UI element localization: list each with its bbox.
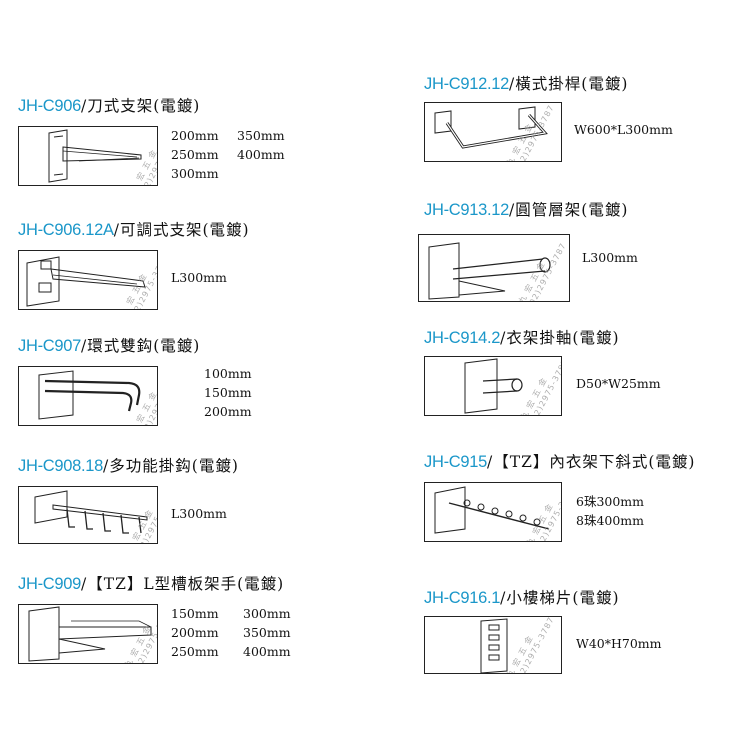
product-image-underwear-slant-rack: 九 宏 五 金(02)2975-3787 [424,482,562,542]
product-title: JH-C908.18/多功能掛鈎(電鍍) [18,456,239,476]
product-name: /【TZ】L型槽板架手(電鍍) [81,575,285,593]
product-specs: L300mm [171,506,227,521]
product-title: JH-C916.1/小樓梯片(電鍍) [424,588,620,608]
product-image-knife-bracket: 九 宏 五 金(02)2975-3787 [18,126,158,186]
product-name: /多功能掛鈎(電鍍) [103,457,239,475]
product-image-ring-double-hook: 九 宏 五 金(02)2975-3787 [18,366,158,426]
product-code: JH-C909 [18,575,82,593]
product-name: /圓管層架(電鍍) [509,201,629,219]
product-code: JH-C916.1 [424,589,501,607]
product-code: JH-C913.12 [424,201,510,219]
product-code: JH-C915 [424,453,488,471]
product-specs: D50*W25mm [576,376,661,391]
product-name: /環式雙鈎(電鍍) [81,337,201,355]
product-code: JH-C914.2 [424,329,501,347]
product-specs: L300mm [171,270,227,285]
product-title: JH-C915/【TZ】內衣架下斜式(電鍍) [424,452,695,472]
product-name: /橫式掛桿(電鍍) [509,75,629,93]
product-title: JH-C907/環式雙鈎(電鍍) [18,336,200,356]
product-code: JH-C908.18 [18,457,104,475]
product-image-hanger-axle: 九 宏 五 金(02)2975-3787 [424,356,562,416]
product-title: JH-C913.12/圓管層架(電鍍) [424,200,628,220]
product-title: JH-C914.2/衣架掛軸(電鍍) [424,328,620,348]
product-title: JH-C912.12/橫式掛桿(電鍍) [424,74,628,94]
product-specs: W600*L300mm [574,122,673,137]
product-name: /小樓梯片(電鍍) [500,589,620,607]
product-image-small-ladder-plate: 九 宏 五 金(02)2975-3787 [424,616,562,674]
product-name: /刀式支架(電鍍) [81,97,201,115]
product-title: JH-C906/刀式支架(電鍍) [18,96,200,116]
product-specs: L300mm [582,250,638,265]
product-image-adjustable-bracket: 九 宏 五 金(02)2975-3787 [18,250,158,310]
product-image-multi-hook: 九 宏 五 金(02)2975-3787 [18,486,158,544]
product-code: JH-C912.12 [424,75,510,93]
product-code: JH-C906.12A [18,221,114,239]
product-specs: 100mm 150mm 200mm [204,366,252,419]
product-code: JH-C906 [18,97,82,115]
product-image-round-tube-shelf: 九 宏 五 金(02)2975-3787 [418,234,570,302]
product-specs: W40*H70mm [576,636,662,651]
product-title: JH-C909/【TZ】L型槽板架手(電鍍) [18,574,284,594]
product-image-horizontal-bar: 九 宏 五 金(02)2975-3787 [424,102,562,162]
product-title: JH-C906.12A/可調式支架(電鍍) [18,220,250,240]
product-name: /可調式支架(電鍍) [113,221,250,239]
product-image-l-shaped-bracket: 九 宏 五 金(02)2975-3787 [18,604,158,664]
product-name: /衣架掛軸(電鍍) [500,329,620,347]
product-specs: 6珠300mm 8珠400mm [576,494,645,528]
product-name: /【TZ】內衣架下斜式(電鍍) [487,453,696,471]
product-code: JH-C907 [18,337,82,355]
